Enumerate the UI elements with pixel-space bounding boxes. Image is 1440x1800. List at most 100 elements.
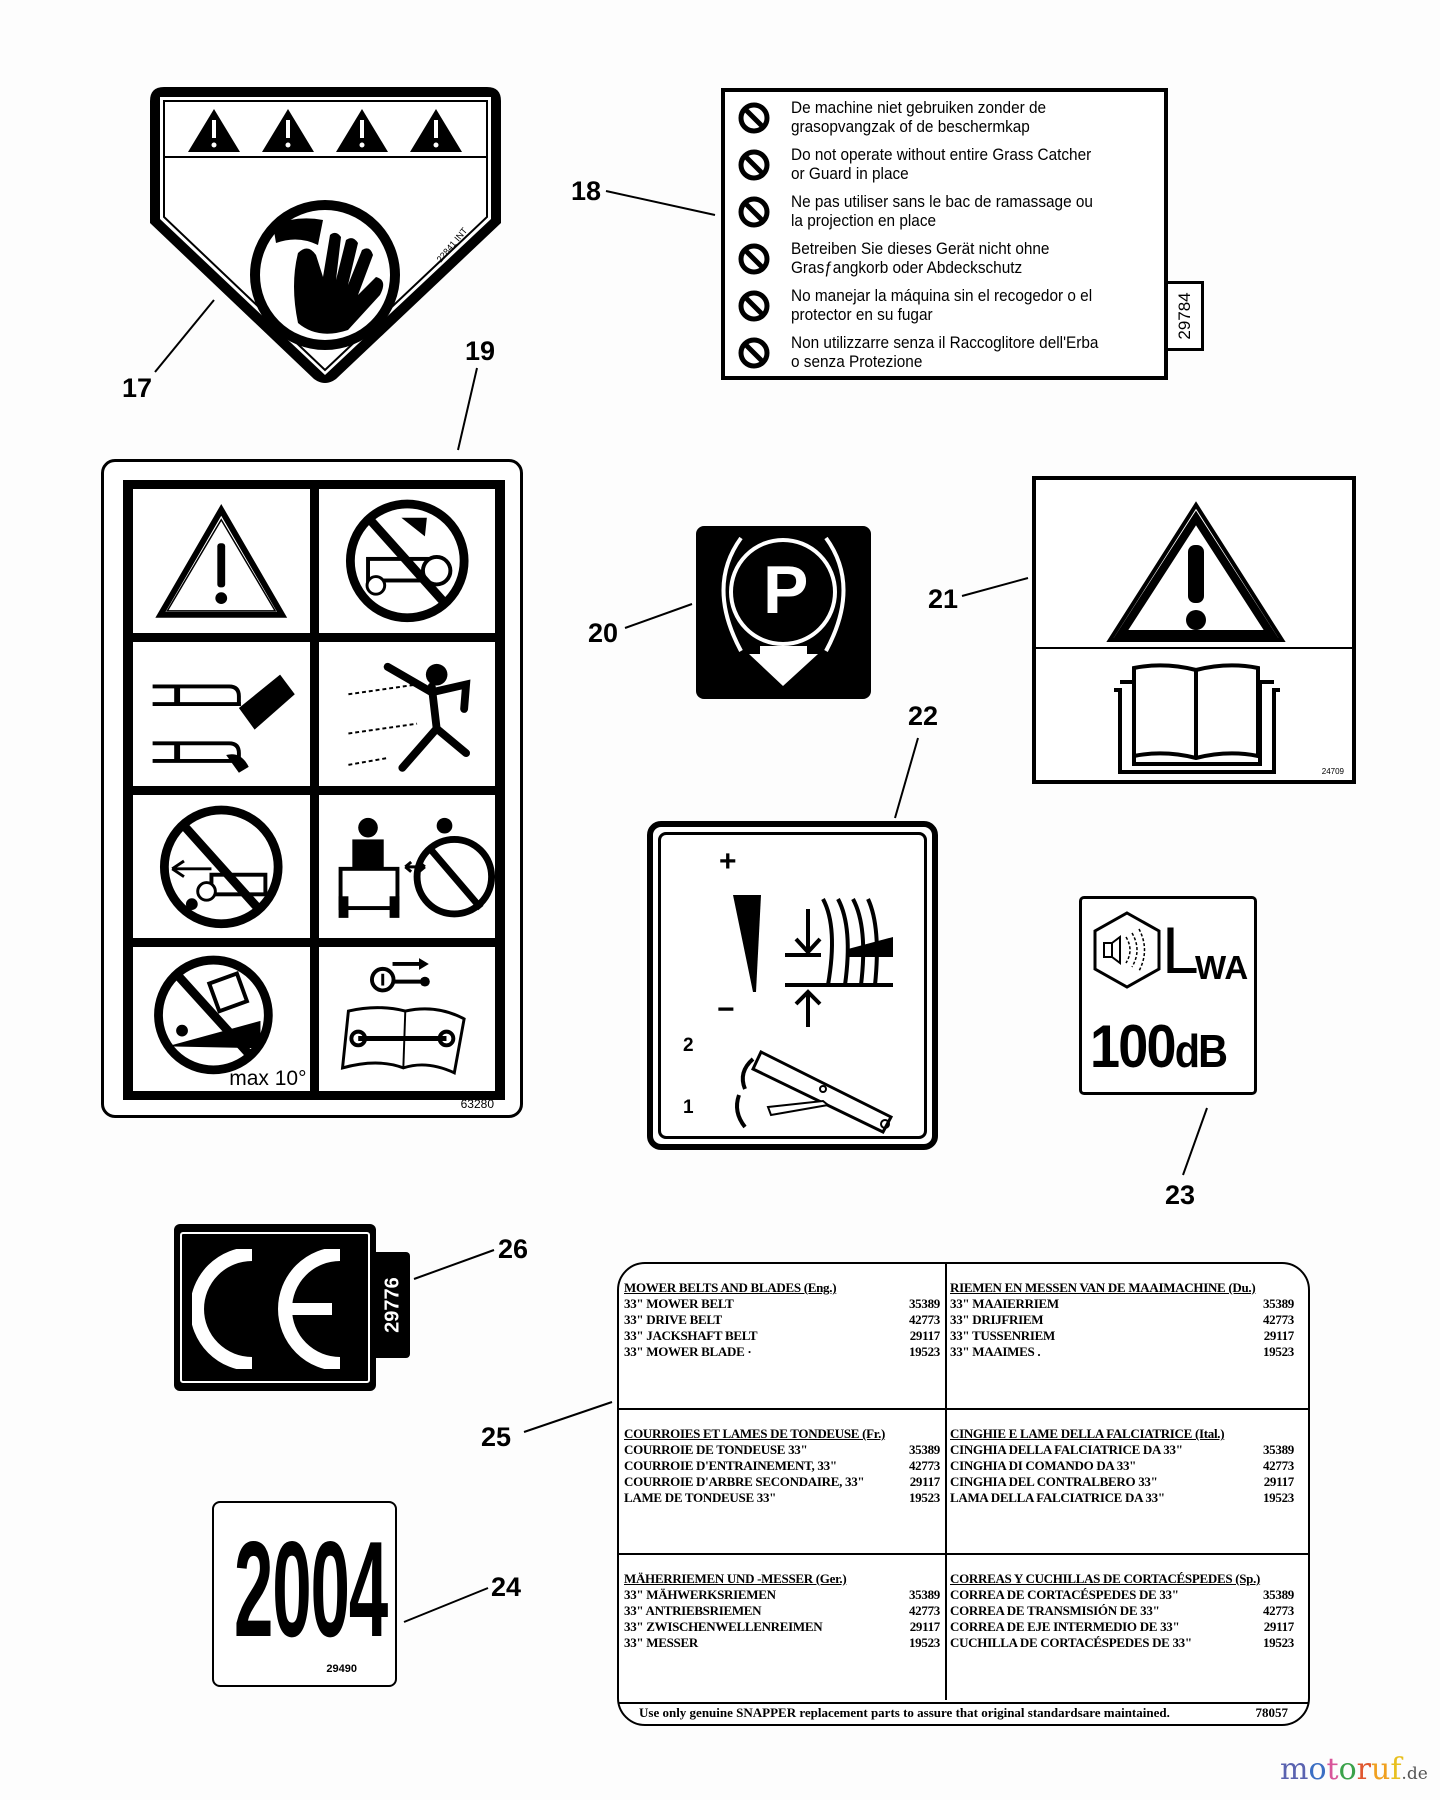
warning-triangle-icon: [155, 504, 288, 618]
label-18-code: 29784: [1174, 292, 1194, 340]
remove-key-read-manual-icon: [340, 958, 466, 1076]
parts-row: COURROIE DE TONDEUSE 33"35389: [624, 1442, 940, 1457]
wm-letter: m: [1280, 1752, 1309, 1787]
wm-letter: r: [1356, 1752, 1371, 1787]
step-2: 2: [683, 1035, 694, 1056]
watermark-logo: motoruf.de: [1280, 1755, 1428, 1785]
parts-row: CINGHIA DI COMANDO DA 33"42773: [950, 1458, 1294, 1473]
parts-section-it: CINGHIE E LAME DELLA FALCIATRICE (Ital.)…: [950, 1426, 1294, 1505]
lwa-subscript: WA: [1195, 949, 1249, 986]
parts-row: CINGHIA DEL CONTRALBERO 33"29117: [950, 1474, 1294, 1489]
label-24-code: 29490: [326, 1663, 357, 1675]
label-18-code-tab: 29784: [1168, 281, 1204, 351]
label-23: L WA 100dB: [1079, 896, 1257, 1095]
wm-suffix: .de: [1401, 1764, 1428, 1784]
prohibited-icon: [738, 196, 770, 227]
wm-letter: u: [1370, 1752, 1391, 1787]
cutting-height-lever-icon: [733, 895, 894, 1134]
label-24: 2004 29490: [212, 1501, 397, 1687]
parts-section-du: RIEMEN EN MESSEN VAN DE MAAIMACHINE (Du.…: [950, 1280, 1294, 1359]
prohibited-icon: [738, 290, 770, 321]
panel-keep-away: [318, 794, 495, 939]
wm-letter: t: [1326, 1752, 1339, 1787]
label-22: + − 2 1: [647, 821, 938, 1150]
callout-25: 25: [481, 1422, 512, 1452]
label-19-code: 63280: [460, 1097, 494, 1111]
warning-line-it: Non utilizzarre senza il Raccoglitore de…: [737, 329, 1156, 376]
parts-row: 33" MOWER BLADE ·19523: [624, 1344, 940, 1359]
wm-letter: o: [1338, 1752, 1357, 1787]
callout-20: 20: [588, 618, 619, 648]
label-21-code: 24709: [1321, 767, 1344, 776]
panel-slope: max 10°: [133, 947, 310, 1091]
panel-blade-hazard: [133, 641, 310, 786]
parts-row: CORREA DE EJE INTERMEDIO DE 33"29117: [950, 1619, 1294, 1634]
label-26-code: 29776: [381, 1277, 404, 1333]
parts-row: CORREA DE TRANSMISIÓN DE 33"42773: [950, 1603, 1294, 1618]
warning-triangle-icon: [1106, 501, 1286, 642]
row-divider: [619, 1408, 1308, 1410]
callout-23: 23: [1165, 1180, 1196, 1210]
no-riding-passengers-icon: [345, 499, 469, 623]
no-reverse-children-icon: [159, 805, 283, 928]
panel-no-reverse: [133, 794, 310, 939]
callout-21: 21: [928, 584, 959, 614]
parts-row: CINGHIA DELLA FALCIATRICE DA 33"35389: [950, 1442, 1294, 1457]
label-26: CE: [174, 1224, 376, 1391]
prohibited-icon: [738, 149, 770, 180]
ce-mark-icon: [192, 1249, 341, 1369]
parts-row: CORREA DE CORTACÉSPEDES DE 33"35389: [950, 1587, 1294, 1602]
callout-17: 17: [122, 373, 153, 403]
parts-section-fr: COURROIES ET LAMES DE TONDEUSE (Fr.) COU…: [624, 1426, 940, 1505]
wm-letter: f: [1390, 1752, 1402, 1787]
sound-level: 100dB: [1090, 1013, 1228, 1080]
label-26-code-tab: 29776: [376, 1252, 410, 1358]
table-footer: Use only genuine SNAPPER replacement par…: [639, 1705, 1288, 1721]
model-year: 2004: [234, 1513, 388, 1665]
parts-row: COURROIE D'ENTRAINEMENT, 33"42773: [624, 1458, 940, 1473]
lwa-symbol: L: [1162, 913, 1199, 987]
parts-section-eng: MOWER BELTS AND BLADES (Eng.) 33" MOWER …: [624, 1280, 940, 1359]
parts-section-sp: CORREAS Y CUCHILLAS DE CORTACÉSPEDES (Sp…: [950, 1571, 1294, 1650]
increase-symbol: +: [719, 845, 737, 878]
prohibited-icon: [738, 102, 770, 133]
panel-warning: [133, 489, 310, 633]
label-25: MOWER BELTS AND BLADES (Eng.) 33" MOWER …: [617, 1262, 1310, 1726]
sound-power-hexagon-icon: [1093, 911, 1161, 989]
decrease-symbol: −: [717, 993, 735, 1026]
footer-note: Use only genuine SNAPPER replacement par…: [639, 1705, 1170, 1720]
parts-row: LAME DE TONDEUSE 33"19523: [624, 1490, 940, 1505]
no-slope-over-10-icon: [154, 955, 273, 1075]
thrown-objects-icon: [347, 662, 470, 772]
callout-18: 18: [571, 176, 602, 206]
step-1: 1: [683, 1097, 694, 1118]
hand-blade-hazard-icon: [250, 200, 400, 350]
parts-row: 33" MAAIMES .19523: [950, 1344, 1294, 1359]
parking-brake-icon: [721, 536, 846, 686]
parts-row: CUCHILLA DE CORTACÉSPEDES DE 33"19523: [950, 1635, 1294, 1650]
callout-22: 22: [908, 701, 939, 731]
prohibited-icon: [738, 243, 770, 274]
parts-section-ger: MÄHERRIEMEN UND -MESSER (Ger.) 33" MÄHWE…: [624, 1571, 940, 1650]
divider: [1036, 647, 1352, 649]
label-25-code: 78057: [1255, 1705, 1289, 1720]
footer-divider: [619, 1702, 1308, 1704]
parts-row: LAMA DELLA FALCIATRICE DA 33"19523: [950, 1490, 1294, 1505]
panel-thrown-objects: [318, 641, 495, 786]
column-divider: [945, 1264, 947, 1700]
warning-triangle-icon: [188, 109, 462, 152]
panel-no-passengers: [318, 489, 495, 633]
blade-hand-foot-hazard-icon: [152, 674, 295, 773]
prohibited-icon: [738, 337, 770, 368]
